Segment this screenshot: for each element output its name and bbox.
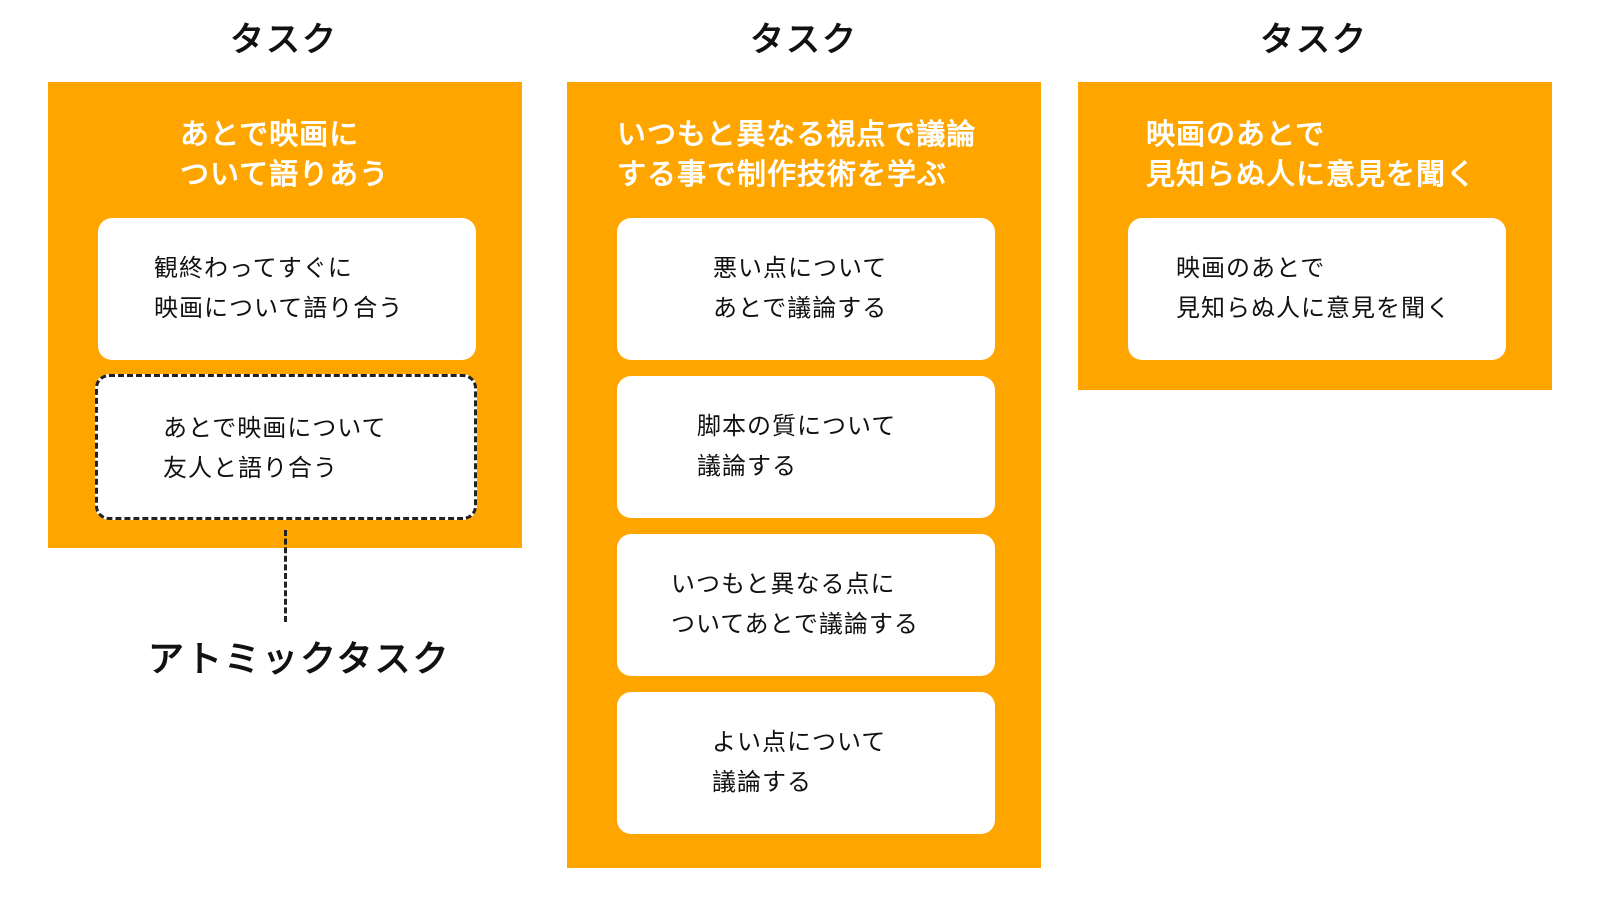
subtask-text: 議論する xyxy=(697,452,797,480)
task-title-3: タスク xyxy=(1260,20,1368,60)
task-heading-1: あとで映画に ついて語りあう xyxy=(48,114,522,194)
task-heading-line: 見知らぬ人に意見を聞く xyxy=(1146,157,1477,191)
subtask-text: よい点について xyxy=(712,728,887,756)
task-heading-line: 映画のあとで xyxy=(1146,117,1326,151)
subtask-text: 悪い点について xyxy=(713,254,888,282)
atomic-task-label: アトミックタスク xyxy=(148,639,451,680)
subtask-card: よい点について 議論する xyxy=(617,692,995,834)
subtask-text: 友人と語り合う xyxy=(163,454,338,482)
subtask-card: 映画のあとで 見知らぬ人に意見を聞く xyxy=(1128,218,1506,360)
subtask-text: 映画について語り合う xyxy=(154,294,404,322)
subtask-card: 脚本の質について 議論する xyxy=(617,376,995,518)
task-heading-line: ついて語りあう xyxy=(180,157,390,191)
atomic-task-card: あとで映画について 友人と語り合う xyxy=(95,374,477,520)
subtask-text: 見知らぬ人に意見を聞く xyxy=(1176,294,1451,322)
task-panel-3: 映画のあとで 見知らぬ人に意見を聞く 映画のあとで 見知らぬ人に意見を聞く xyxy=(1078,82,1552,390)
subtask-text: 脚本の質について xyxy=(697,412,897,440)
subtask-text: あとで映画について xyxy=(163,414,387,442)
task-heading-line: いつもと異なる視点で議論 xyxy=(617,117,977,151)
subtask-text: あとで議論する xyxy=(713,294,888,322)
task-heading-2: いつもと異なる視点で議論 する事で制作技術を学ぶ xyxy=(567,114,1041,194)
task-panel-2: いつもと異なる視点で議論 する事で制作技術を学ぶ 悪い点について あとで議論する… xyxy=(567,82,1041,868)
subtask-text: 観終わってすぐに xyxy=(154,254,353,282)
task-title-1: タスク xyxy=(230,20,338,60)
subtask-card: 悪い点について あとで議論する xyxy=(617,218,995,360)
task-heading-3: 映画のあとで 見知らぬ人に意見を聞く xyxy=(1078,114,1552,194)
subtask-text: 映画のあとで xyxy=(1176,254,1326,282)
task-panel-1: あとで映画に ついて語りあう 観終わってすぐに 映画について語り合う あとで映画… xyxy=(48,82,522,548)
task-heading-line: あとで映画に xyxy=(180,117,360,151)
task-heading-line: する事で制作技術を学ぶ xyxy=(617,157,948,191)
subtask-text: ついてあとで議論する xyxy=(671,610,919,638)
subtask-text: 議論する xyxy=(712,768,812,796)
atomic-task-connector xyxy=(284,530,287,622)
subtask-card: いつもと異なる点に ついてあとで議論する xyxy=(617,534,995,676)
subtask-text: いつもと異なる点に xyxy=(671,570,896,598)
task-title-2: タスク xyxy=(750,20,858,60)
subtask-card: 観終わってすぐに 映画について語り合う xyxy=(98,218,476,360)
